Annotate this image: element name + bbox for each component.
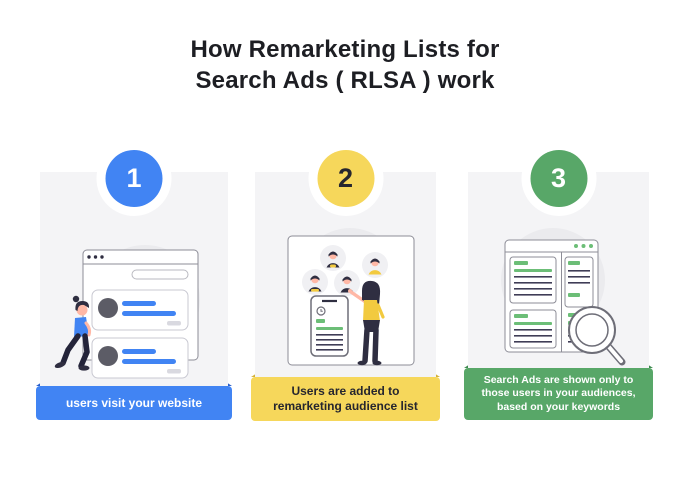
website-visit-illustration [54,245,200,379]
step-2-number: 2 [337,163,354,193]
browser-dots-icon [87,255,104,259]
audience-avatar-icon [334,270,360,296]
result-card-1 [91,289,189,331]
step-2-caption-banner: Users are added to remarketing audience … [251,371,440,421]
step-3-card [468,172,649,368]
search-result-panel [509,309,557,349]
search-ads-illustration [501,228,626,366]
search-result-panel [564,256,594,308]
browser-dots-icon [574,244,593,248]
step-3-caption: Search Ads are shown only to those users… [481,373,636,413]
step-2-caption: Users are added to remarketing audience … [273,384,418,413]
step-3-number-badge: 3 [530,150,587,207]
result-card-2 [91,337,189,379]
phone-icon [310,295,349,357]
step-3-caption-banner: Search Ads are shown only to those users… [464,362,653,420]
page-title-line-1: How Remarketing Lists for [190,36,500,63]
magnifier-icon [568,306,626,366]
result-avatar-icon [98,346,118,366]
audience-avatar-icon [362,252,388,278]
step-1-card [40,172,228,386]
step-1-caption: users visit your website [65,396,203,410]
page-title-line-2: Search Ads ( RLSA ) work [195,67,495,94]
result-avatar-icon [98,298,118,318]
step-1-caption-banner: users visit your website [36,380,232,420]
audience-panel [287,235,415,366]
page-title: How Remarketing Lists for Search Ads ( R… [0,34,690,96]
search-bar-icon [131,269,189,280]
standing-person-icon [348,280,385,366]
walking-person-icon [54,295,92,371]
clock-icon [316,306,326,316]
step-1-number: 1 [126,163,142,193]
step-3-number: 3 [550,163,567,193]
step-2-number-badge: 2 [317,150,374,207]
audience-list-illustration [287,228,415,366]
step-1-number-badge: 1 [105,150,163,207]
audience-avatar-icon [320,245,346,271]
search-result-panel [509,256,557,304]
audience-avatar-icon [302,269,328,295]
